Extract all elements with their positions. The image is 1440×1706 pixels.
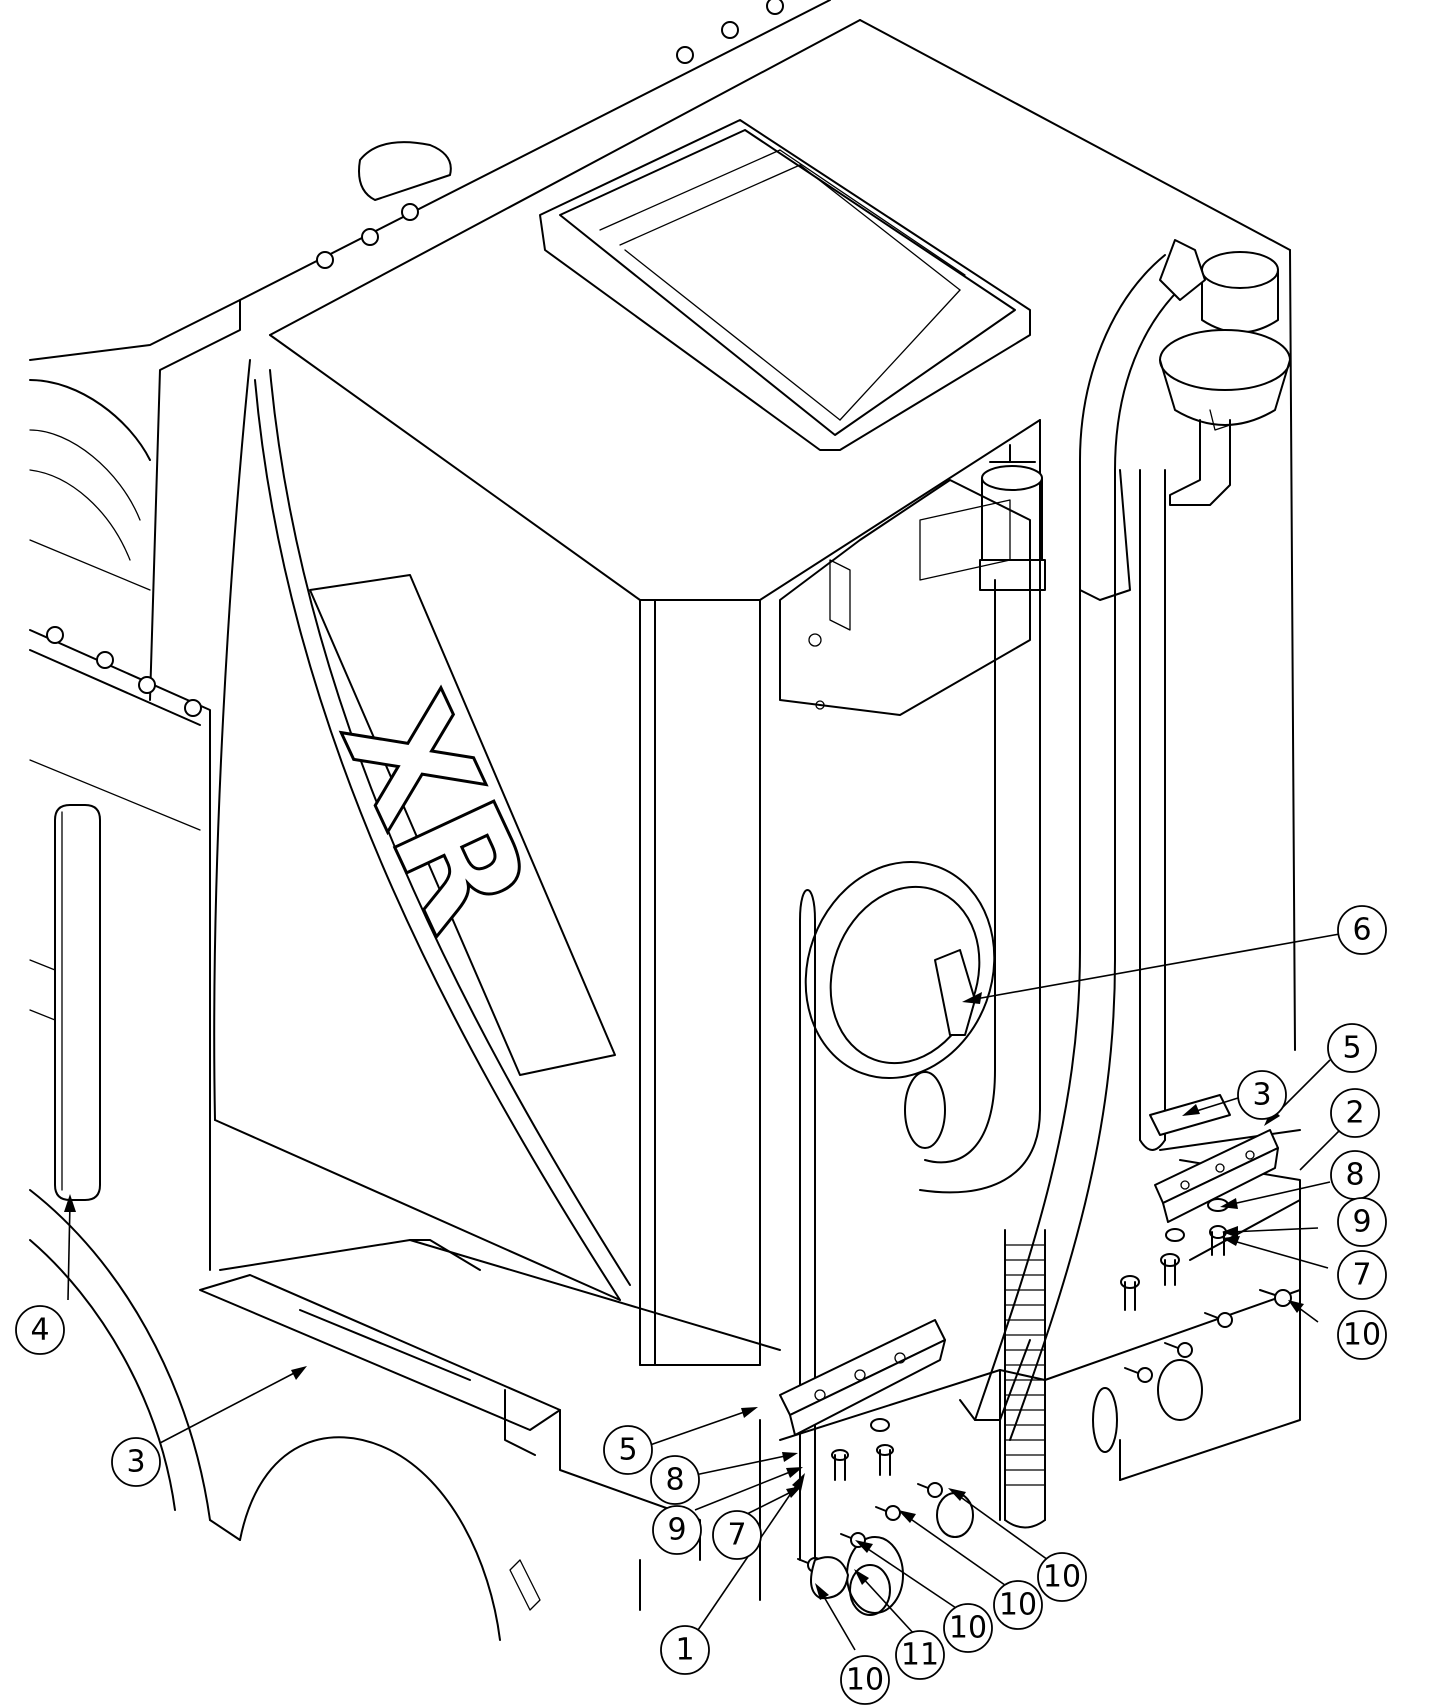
callout-balloon-10: 10 [943,1603,993,1653]
callout-balloon-7: 7 [712,1510,762,1560]
hose-hoop [799,860,996,1561]
callout-label: 10 [1043,1560,1081,1595]
latch-bracket [779,479,1031,716]
callout-label: 5 [618,1433,637,1468]
callout-balloon-2: 2 [1330,1088,1380,1138]
callout-balloon-1: 1 [660,1625,710,1675]
callout-balloon-5: 5 [1327,1023,1377,1073]
callout-balloon-8: 8 [1330,1150,1380,1200]
callout-label: 10 [999,1588,1037,1623]
leader-lines [64,929,1363,1651]
callout-label: 9 [667,1513,686,1548]
callout-balloon-10: 10 [1337,1310,1387,1360]
callout-label: 7 [1352,1258,1371,1293]
callout-label: 8 [665,1463,684,1498]
hinge-left [779,1319,946,1436]
tank-lid [539,119,1031,451]
callout-balloon-7: 7 [1337,1250,1387,1300]
callout-label: 5 [1342,1031,1361,1066]
callout-balloon-10: 10 [840,1655,890,1705]
callout-balloon-9: 9 [1337,1197,1387,1247]
callout-label: 9 [1352,1205,1371,1240]
filler-cap [1159,251,1291,506]
callout-label: 11 [901,1638,939,1673]
callout-label: 1 [675,1633,694,1668]
fastener-group-left [797,1418,943,1600]
callout-label: 10 [846,1663,884,1698]
callout-label: 2 [1345,1096,1364,1131]
xr-decal: XR [306,574,616,1076]
callout-balloon-11: 11 [895,1630,945,1680]
callout-balloon-5: 5 [603,1425,653,1475]
flex-hose [1004,1229,1046,1529]
acorn-nut-icon-group [46,626,202,717]
callout-label: 4 [30,1313,49,1348]
callout-balloon-9: 9 [652,1505,702,1555]
callout-label: 3 [126,1445,145,1480]
drain-hose [959,239,1206,1441]
callout-label: 6 [1352,913,1371,948]
callout-balloon-3: 3 [111,1437,161,1487]
callout-balloon-10: 10 [1037,1552,1087,1602]
side-pad-part [54,804,101,1201]
vertical-pipe [904,444,1166,1194]
left-body-panel [29,299,241,1521]
callout-label: 3 [1252,1078,1271,1113]
callout-balloon-3: 3 [1237,1070,1287,1120]
hinge-right [1154,1129,1279,1223]
callout-label: 10 [1343,1318,1381,1353]
callout-label: 7 [727,1518,746,1553]
callout-balloon-6: 6 [1337,905,1387,955]
callout-balloon-8: 8 [650,1455,700,1505]
top-bolt-row [316,0,784,269]
fastener-group-right [1120,1198,1292,1383]
callout-balloon-10: 10 [993,1580,1043,1630]
fender-arch [209,1389,541,1641]
callout-balloon-4: 4 [15,1305,65,1355]
callout-label: 10 [949,1611,987,1646]
base-frame [199,1129,1301,1616]
callout-label: 8 [1345,1158,1364,1193]
